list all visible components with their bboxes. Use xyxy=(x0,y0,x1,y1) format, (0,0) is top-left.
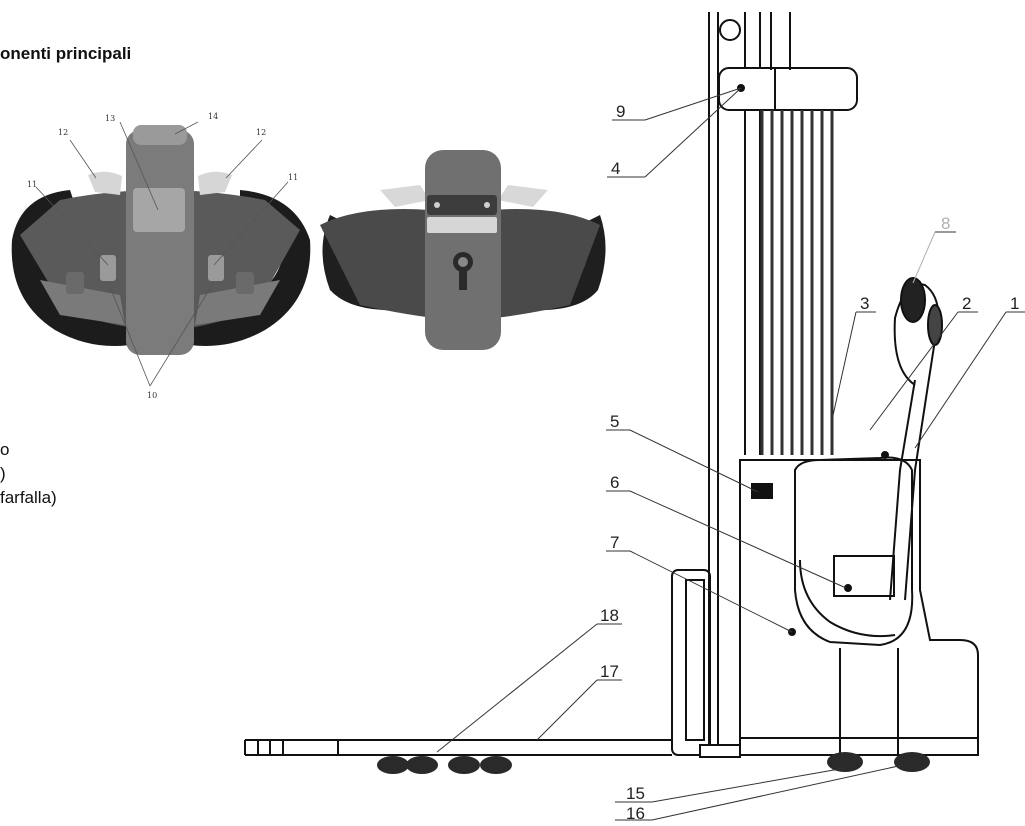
stacker-side-view xyxy=(708,12,858,755)
callout-2: 2 xyxy=(962,294,971,313)
legend-fragment-3: farfalla) xyxy=(0,488,57,507)
callout-16: 16 xyxy=(626,804,645,823)
callout-13: 13 xyxy=(105,114,115,123)
chassis-body xyxy=(739,451,979,756)
legend-fragment-1: o xyxy=(0,440,10,459)
callout-15: 15 xyxy=(626,784,645,803)
callout-11-right: 11 xyxy=(288,173,298,182)
section-heading: onenti principali xyxy=(0,44,132,63)
mast-and-forks xyxy=(244,569,741,758)
callout-12-left: 12 xyxy=(58,128,68,137)
tiller-arm xyxy=(889,277,943,601)
callout-18: 18 xyxy=(600,606,619,625)
callout-3: 3 xyxy=(860,294,869,313)
callout-4: 4 xyxy=(611,159,620,178)
callout-9: 9 xyxy=(616,102,625,121)
callout-14: 14 xyxy=(208,112,218,121)
handle-front-photo xyxy=(11,125,311,355)
callout-17: 17 xyxy=(600,662,619,681)
wheels xyxy=(377,752,930,774)
callout-7: 7 xyxy=(610,533,619,552)
callout-12-right: 12 xyxy=(256,128,266,137)
callout-11-left: 11 xyxy=(27,180,37,189)
callout-1: 1 xyxy=(1010,294,1019,313)
callout-8: 8 xyxy=(941,214,950,233)
callout-6: 6 xyxy=(610,473,619,492)
lift-chain xyxy=(760,110,834,455)
callout-5: 5 xyxy=(610,412,619,431)
callout-10: 10 xyxy=(147,391,157,400)
legend-fragment-2: ) xyxy=(0,464,6,483)
handle-rear-photo xyxy=(320,150,606,350)
